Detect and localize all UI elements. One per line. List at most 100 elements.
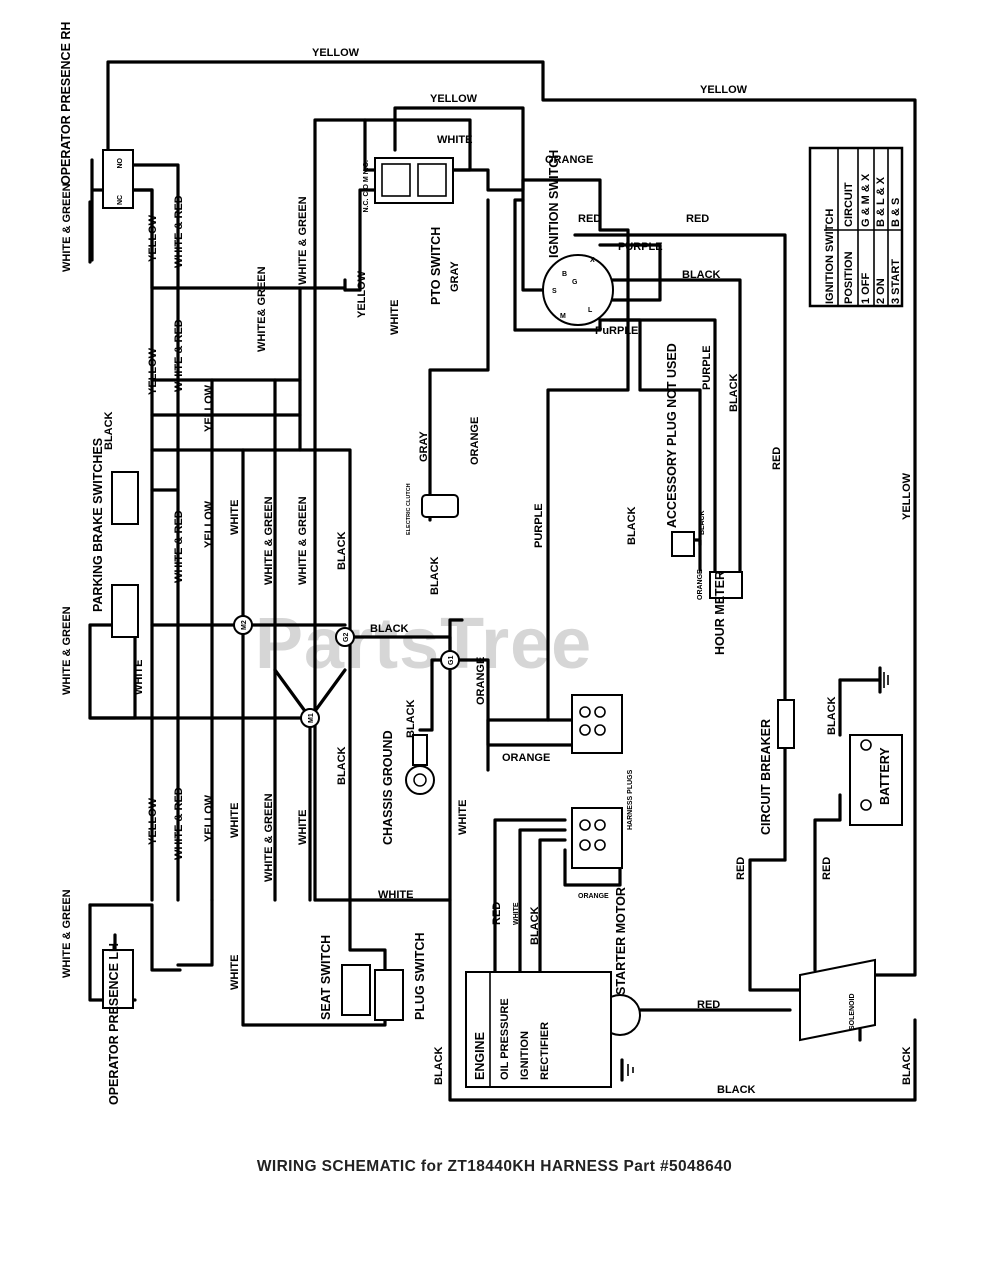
svg-text:G1: G1 [448,656,455,665]
wire-label: WHITE [133,660,145,695]
wire-label: RED [686,213,709,225]
operator-presence-rh-switch: NO NC [102,149,134,209]
wire-label: WHITE & GREEN [61,606,73,695]
engine-terminal-rectifier: RECTIFIER [539,1022,551,1080]
ignition-table-header-circuit: CIRCUIT [843,182,855,227]
battery [849,734,903,826]
ignition-table-title: IGNITION SWITCH [824,209,836,304]
parking-brake-switch-lower [111,584,139,638]
wire-label: WHITE & GREEN [263,496,275,585]
harness-plug-lower [571,807,623,869]
wire-label: BLACK [717,1084,756,1096]
wire-label: YELLOW [430,93,478,105]
connector-m1: M1 [300,708,320,728]
wire-label: BLACK [826,696,838,735]
wire-label: WHITE& GREEN [256,266,268,352]
plug-switch [374,969,404,1021]
schematic-caption: WIRING SCHEMATIC for ZT18440KH HARNESS P… [256,1158,733,1175]
svg-text:L: L [588,307,593,314]
wire-label: BLACK [699,511,706,536]
label-parking-brake: PARKING BRAKE SWITCHES [91,438,105,612]
wire-label: WHITE & RED [173,195,185,268]
engine-terminal-ignition: IGNITION [519,1031,531,1080]
connector-g1: G1 [440,650,460,670]
wire-paths [88,60,917,1102]
wire-labels: YELLOW YELLOW YELLOW WHITE ORANGE RED RE… [61,47,913,1096]
operator-presence-lh-switch [102,949,134,1009]
seat-switch [341,964,371,1016]
label-plug-switch: PLUG SWITCH [413,933,427,1021]
pto-switch: N.C. C O M N.O. [363,157,454,213]
label-circuit-breaker: CIRCUIT BREAKER [759,719,773,835]
wire-label: YELLOW [147,797,159,845]
wire-label: YELLOW [312,47,360,59]
label-operator-presence-rh: OPERATOR PRESENCE RH [59,22,73,185]
circuit-breaker [777,699,795,749]
wire-label: WHITE & GREEN [61,889,73,978]
wire-label: WHITE [229,803,241,838]
svg-text:G2: G2 [343,633,350,642]
label-operator-presence-lh: OPERATOR PRESENCE LH [107,943,121,1105]
svg-text:S: S [552,288,557,295]
wire-label: GRAY [418,431,430,462]
wire-label: BLACK [529,906,541,945]
wire-label: ORANGE [502,752,550,764]
label-seat-switch: SEAT SWITCH [319,935,333,1020]
wire-label: YELLOW [147,214,159,262]
component-labels: OPERATOR PRESENCE RH PARKING BRAKE SWITC… [59,22,892,1105]
wire-label: WHITE & RED [173,510,185,583]
label-starter-motor: STARTER MOTOR [614,887,628,995]
wire-label: WHITE [378,889,413,901]
wire-label: YELLOW [203,384,215,432]
wire-label: RED [771,447,783,470]
wire-label: WHITE [229,955,241,990]
wire-label: RED [491,902,503,925]
ignition-row-position: 1 OFF [860,273,872,304]
label-chassis-ground: CHASSIS GROUND [381,730,395,845]
wire-label: PURPLE [701,345,713,390]
svg-text:M1: M1 [308,713,315,723]
wire-label: YELLOW [356,270,368,318]
solenoid: SOLENOID [799,958,876,1042]
hour-meter [709,571,743,599]
wire-label: BLACK [682,269,721,281]
wire-label: WHITE [457,800,469,835]
wire-label: BLACK [103,411,115,450]
label-accessory-plug: ACCESSORY PLUG NOT USED [665,343,679,528]
svg-text:B: B [562,271,567,278]
wire-label: WHITE & GREEN [297,196,309,285]
svg-text:M2: M2 [241,620,248,630]
engine-terminal-oil-pressure: OIL PRESSURE [499,998,511,1080]
wire-label: PURPLE [618,241,663,253]
svg-text:N.C. C O M N.O.: N.C. C O M N.O. [363,160,370,213]
wire-label: BLACK [405,699,417,738]
wire-label: WHITE & GREEN [263,793,275,882]
wire-label: YELLOW [901,472,913,520]
wire-label: BLACK [626,506,638,545]
wire-label: PURPLE [533,503,545,548]
wire-label: WHITE [513,902,520,925]
ignition-row-circuit: B & L & X [875,176,887,227]
ground-icon [878,666,889,694]
ignition-row-circuit: G & M & X [860,173,872,227]
wire-label: WHITE [389,300,401,335]
wire-label: ORANGE [469,417,481,465]
label-pto-switch: PTO SWITCH [429,227,443,305]
wire-label: RED [821,857,833,880]
wire-label: GRAY [449,261,461,292]
wire-label: YELLOW [147,347,159,395]
wire-label: BLACK [433,1046,445,1085]
label-hour-meter: HOUR METER [713,571,727,655]
electric-clutch: ELECTRIC CLUTCH [406,483,459,535]
ignition-row-position: 2 ON [875,278,887,304]
ignition-table-header-position: POSITION [843,251,855,304]
wire-label: WHITE & RED [173,787,185,860]
label-ignition-switch: IGNITION SWITCH [547,150,561,258]
wire-label: BLACK [429,556,441,595]
wire-label: RED [735,857,747,880]
engine-ground-icon [620,1058,634,1082]
wire-label: WHITE & GREEN [297,496,309,585]
svg-text:G: G [572,279,578,286]
accessory-plug [671,531,695,557]
